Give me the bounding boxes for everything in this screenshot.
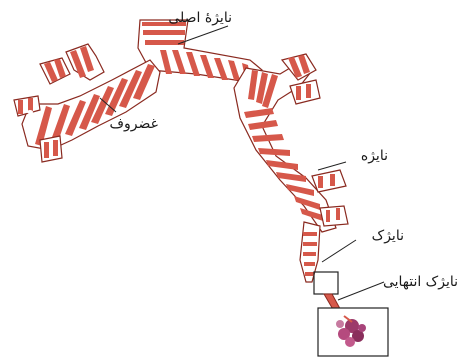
right-bronchus [234,54,348,232]
bronchiole-highlight-box [314,272,338,294]
bronchus-leader [318,162,346,170]
terminal-bronchiole-leader [338,282,384,300]
terminal-bronchiole [318,294,388,356]
bronchiole-label: نایژک [372,228,404,244]
bronchus-label: نایژه [361,148,388,164]
terminal-bronchiole-label: نایژک انتهایی [383,274,458,290]
left-bronchus [14,44,160,162]
cartilage-label: غضروف [110,116,158,132]
bronchiole-leader [322,240,356,262]
bronchiole [300,222,338,294]
main-bronchus-label: نایژهٔ اصلی [168,10,232,26]
